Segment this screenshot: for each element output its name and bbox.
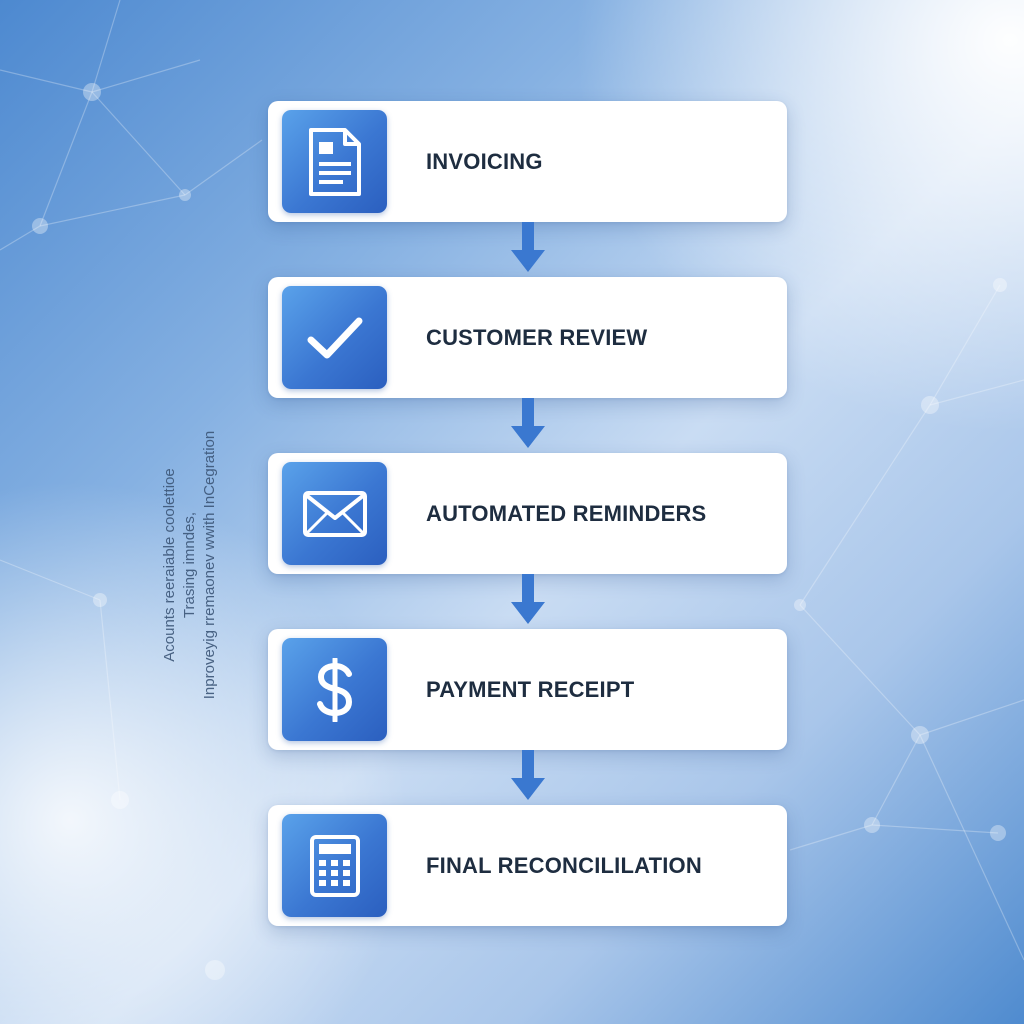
caption-line-3: Inproveyig rremaonev wwith InCegration bbox=[201, 430, 218, 700]
step-customer-review: CUSTOMER REVIEW bbox=[268, 277, 787, 398]
step-label: PAYMENT RECEIPT bbox=[426, 676, 635, 702]
dollar-icon bbox=[282, 638, 387, 741]
step-label: INVOICING bbox=[426, 148, 543, 174]
caption-line-1: Acounts reeraiable coolettioe bbox=[161, 468, 178, 662]
caption-line-2: Trasing imndes, bbox=[181, 511, 198, 619]
calculator-icon bbox=[282, 814, 387, 917]
flow-arrow bbox=[268, 398, 787, 453]
step-payment-receipt: PAYMENT RECEIPT bbox=[268, 629, 787, 750]
step-invoicing: INVOICING bbox=[268, 101, 787, 222]
flow-arrow bbox=[268, 574, 787, 629]
step-label: CUSTOMER REVIEW bbox=[426, 324, 648, 350]
step-label: AUTOMATED REMINDERS bbox=[426, 500, 707, 526]
flow-arrow bbox=[268, 222, 787, 277]
step-final-reconciliation: FINAL RECONCILILATION bbox=[268, 805, 787, 926]
checkmark-icon bbox=[282, 286, 387, 389]
flow-arrow bbox=[268, 750, 787, 805]
envelope-icon bbox=[282, 462, 387, 565]
step-label: FINAL RECONCILILATION bbox=[426, 852, 702, 878]
process-flow: INVOICING CUSTOMER REVIEW AUTOMATED REMI… bbox=[268, 101, 787, 926]
step-automated-reminders: AUTOMATED REMINDERS bbox=[268, 453, 787, 574]
vertical-caption: Acounts reeraiable coolettioe Trasing im… bbox=[160, 395, 220, 735]
document-icon bbox=[282, 110, 387, 213]
